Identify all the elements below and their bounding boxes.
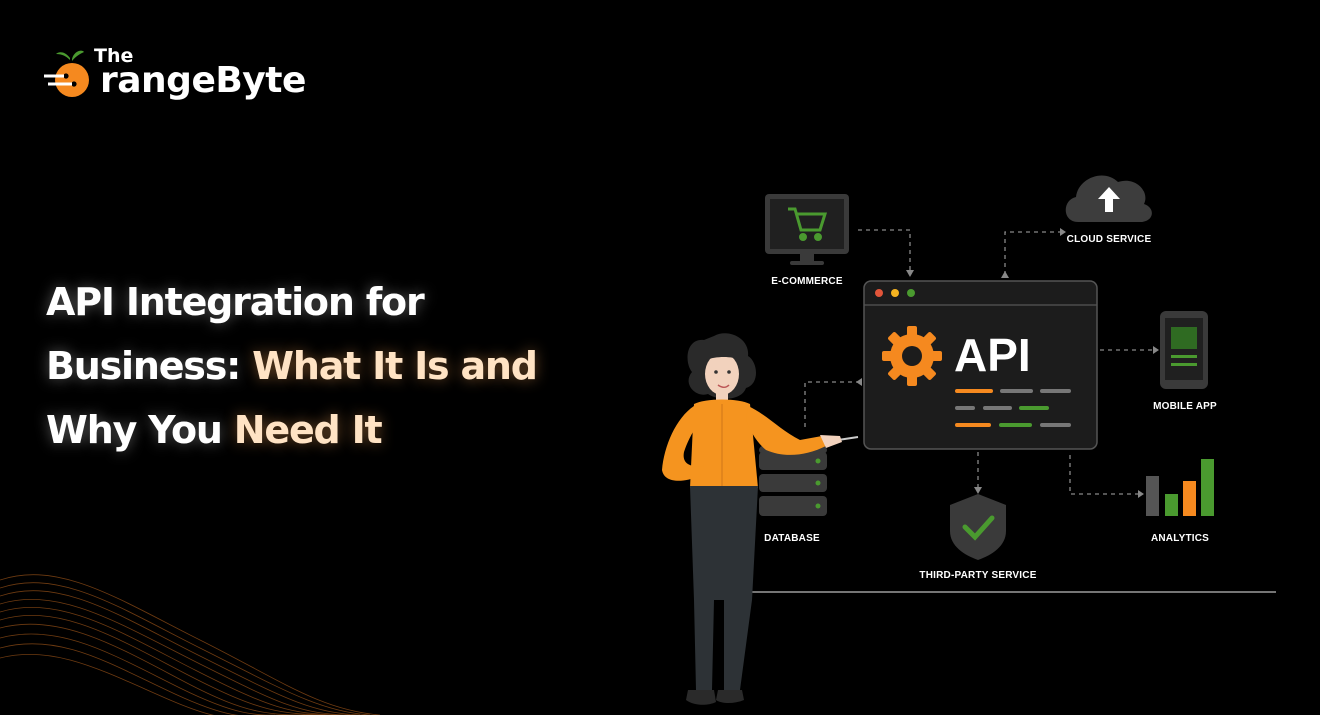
brand-name: rangeByte <box>100 60 306 101</box>
page-title: API Integration for Business: What It Is… <box>46 270 566 462</box>
decorative-wave-lines <box>0 574 380 715</box>
code-lines <box>955 389 1071 427</box>
shield-check-icon <box>950 494 1006 560</box>
ecommerce-label: E-COMMERCE <box>771 276 843 287</box>
title-line-1: API Integration for <box>46 270 566 334</box>
ecommerce-node: E-COMMERCE <box>765 194 849 287</box>
cloud-label: CLOUD SERVICE <box>1067 234 1152 245</box>
title-line-3: Why You Need It <box>46 398 566 462</box>
brand-prefix: The <box>94 45 134 67</box>
third-party-node: THIRD-PARTY SERVICE <box>919 494 1037 581</box>
brand-logo[interactable]: The rangeByte <box>44 44 324 104</box>
mobile-label: MOBILE APP <box>1153 401 1217 412</box>
title-line-2: Business: What It Is and <box>46 334 566 398</box>
connector-lines <box>804 229 1155 495</box>
bar-chart-icon <box>1146 459 1214 516</box>
database-label: DATABASE <box>764 533 820 544</box>
window-dot-red <box>875 289 883 297</box>
title-highlight: Need It <box>233 408 383 452</box>
cloud-node: CLOUD SERVICE <box>1065 175 1152 245</box>
title-text: Why You <box>46 408 234 452</box>
window-dot-green <box>907 289 915 297</box>
window-dot-yellow <box>891 289 899 297</box>
title-text: API Integration for <box>46 280 425 324</box>
shopping-cart-icon <box>788 207 828 241</box>
analytics-label: ANALYTICS <box>1151 533 1209 544</box>
analytics-node: ANALYTICS <box>1146 459 1214 544</box>
third-party-label: THIRD-PARTY SERVICE <box>919 570 1036 581</box>
gear-icon <box>882 326 942 386</box>
presenter-illustration <box>662 333 859 705</box>
database-node: DATABASE <box>759 440 827 544</box>
title-highlight: What It Is and <box>252 344 538 388</box>
mobile-node: MOBILE APP <box>1153 311 1217 412</box>
api-window: API <box>863 280 1098 450</box>
title-text: Business: <box>46 344 253 388</box>
orange-logo-icon <box>44 50 89 97</box>
api-label: API <box>954 329 1031 381</box>
